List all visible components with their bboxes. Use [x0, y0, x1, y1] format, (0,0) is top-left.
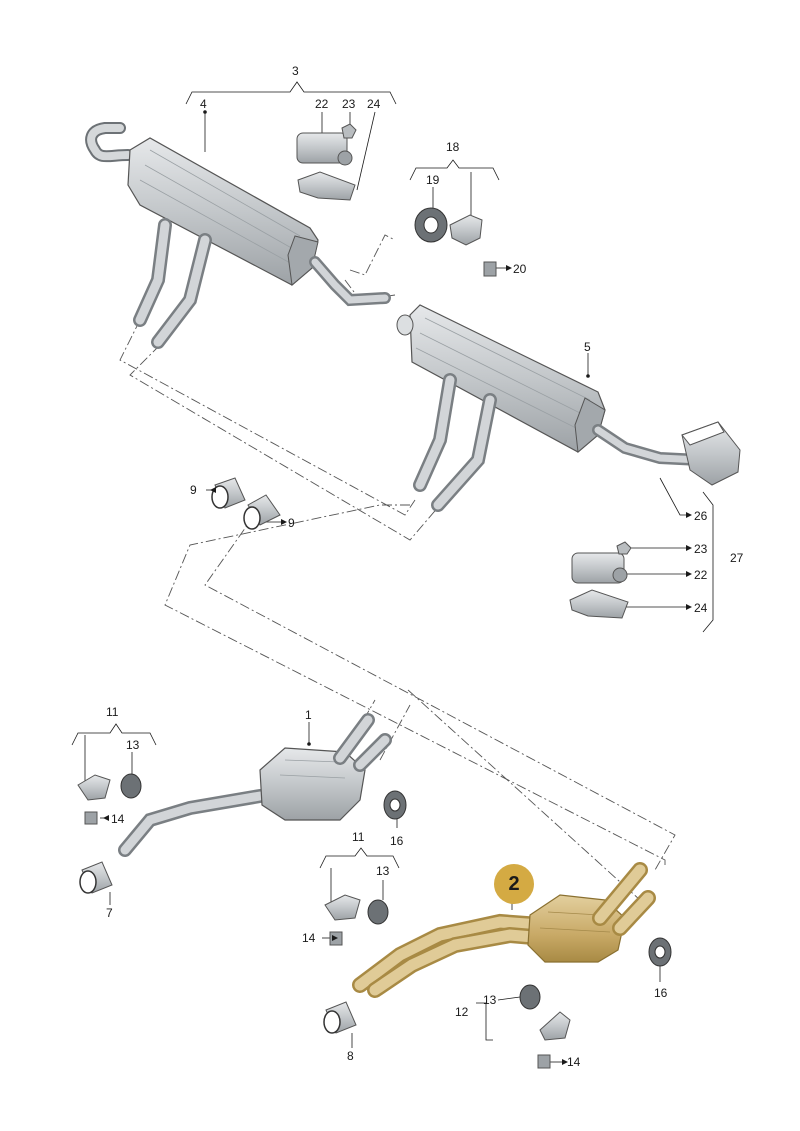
- actuator-icon: [571, 552, 625, 584]
- rear-muffler-left: [85, 122, 391, 349]
- bolt-icon: [84, 811, 98, 825]
- label-8: 8: [347, 1049, 354, 1063]
- label-12: 12: [455, 1005, 469, 1019]
- label-19: 19: [426, 173, 440, 187]
- rubber-mount-icon: [367, 899, 389, 925]
- bolt-icon: [537, 1054, 551, 1069]
- group-brackets: [71, 81, 714, 1041]
- bracket-icon: [449, 214, 483, 246]
- label-22: 22: [315, 97, 329, 111]
- label-24b: 24: [694, 601, 708, 615]
- label-13b: 13: [376, 864, 390, 878]
- actuator-top: [296, 123, 357, 201]
- bracket-icon: [539, 1011, 571, 1041]
- bracket-group-lower: [323, 894, 672, 1069]
- arrow-heads: [103, 110, 692, 1065]
- label-5: 5: [584, 340, 591, 354]
- label-11a: 11: [106, 705, 119, 719]
- label-1: 1: [305, 708, 312, 722]
- label-7: 7: [106, 906, 113, 920]
- label-11b: 11: [352, 830, 365, 844]
- label-14b: 14: [302, 931, 316, 945]
- bolt-icon: [483, 261, 497, 277]
- label-22b: 22: [694, 568, 708, 582]
- label-13c: 13: [483, 993, 497, 1007]
- label-27: 27: [730, 551, 744, 565]
- label-4: 4: [200, 97, 207, 111]
- rubber-mount-icon: [519, 984, 541, 1010]
- mount-group-18: [414, 207, 497, 277]
- label-20: 20: [513, 262, 527, 276]
- outlet-pipe: [309, 256, 391, 307]
- clamps-9: [211, 477, 281, 530]
- bracket-icon: [297, 171, 356, 201]
- center-muffler: [118, 713, 392, 857]
- label-14a: 14: [111, 812, 125, 826]
- actuator-right: [569, 541, 632, 619]
- label-16a: 16: [390, 834, 404, 848]
- highlight-callout-badge: 2: [494, 864, 534, 904]
- label-23b: 23: [694, 542, 708, 556]
- label-13a: 13: [126, 738, 140, 752]
- label-9a: 9: [190, 483, 197, 497]
- bracket-icon: [324, 894, 361, 921]
- rubber-mount-icon: [120, 773, 142, 799]
- label-14c: 14: [567, 1055, 581, 1069]
- label-23: 23: [342, 97, 356, 111]
- label-9b: 9: [288, 516, 295, 530]
- nut-icon: [341, 123, 357, 139]
- nut-icon: [616, 541, 632, 555]
- label-18: 18: [446, 140, 460, 154]
- bracket-icon: [569, 589, 629, 619]
- actuator-icon: [296, 132, 348, 164]
- label-3: 3: [292, 64, 299, 78]
- highlighted-front-pipe: [352, 862, 656, 998]
- label-16b: 16: [654, 986, 668, 1000]
- label-24: 24: [367, 97, 381, 111]
- label-26: 26: [694, 509, 708, 523]
- bracket-icon: [77, 774, 111, 801]
- bracket-group-11-upper: [77, 773, 407, 894]
- rear-muffler-right: [396, 304, 741, 512]
